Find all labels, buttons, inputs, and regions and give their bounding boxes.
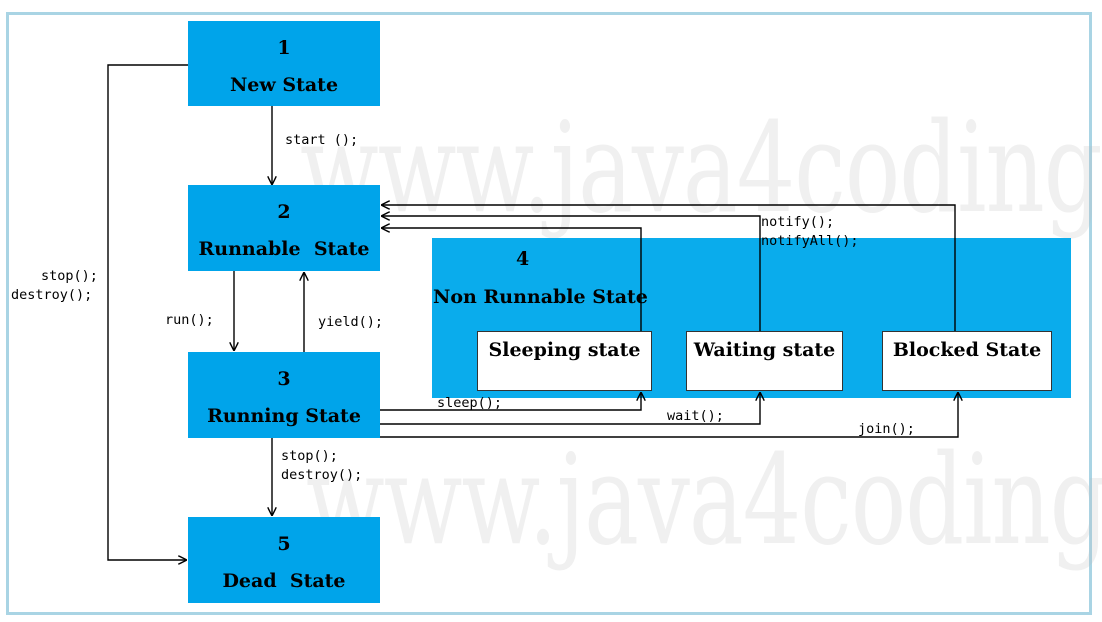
wait-arrow xyxy=(380,393,760,425)
run-label: run(); xyxy=(165,312,214,328)
waiting-to-runnable-arrow xyxy=(382,216,761,331)
dead-state-label: Dead State xyxy=(222,570,346,592)
yield-label: yield(); xyxy=(318,314,384,330)
start-label: start (); xyxy=(285,132,359,148)
destroy-label-bottom: destroy(); xyxy=(281,467,363,483)
watermark-bottom: www.java4coding.com xyxy=(306,428,1102,573)
new-state-box: 1 New State xyxy=(188,21,380,106)
running-state-label: Running State xyxy=(207,405,361,427)
diagram-frame xyxy=(6,12,1092,615)
runnable-state-box: 2 Runnable State xyxy=(188,185,380,271)
waiting-state-box: Waiting state xyxy=(686,331,843,391)
blocked-to-runnable-arrow xyxy=(382,205,956,331)
destroy-label-left: destroy(); xyxy=(11,287,93,303)
sleeping-state-label: Sleeping state xyxy=(488,339,641,361)
new-state-label: New State xyxy=(229,74,339,96)
stop-label-bottom: stop(); xyxy=(281,448,338,464)
notify-label: notify(); xyxy=(761,214,835,230)
running-state-box: 3 Running State xyxy=(188,352,380,438)
dead-state-number: 5 xyxy=(277,533,291,555)
wait-label: wait(); xyxy=(667,408,724,424)
running-state-number: 3 xyxy=(277,368,291,390)
blocked-state-box: Blocked State xyxy=(882,331,1052,391)
waiting-state-label: Waiting state xyxy=(693,339,836,361)
join-label: join(); xyxy=(858,421,915,437)
non-runnable-state-label: Non Runnable State xyxy=(433,286,648,308)
sleeping-to-runnable-arrow xyxy=(382,228,642,331)
new-state-number: 1 xyxy=(277,37,291,59)
sleep-arrow xyxy=(380,393,641,411)
sleep-label: sleep(); xyxy=(437,395,503,411)
runnable-state-number: 2 xyxy=(277,201,291,223)
dead-state-box: 5 Dead State xyxy=(188,517,380,603)
join-arrow xyxy=(380,393,958,438)
stop-label-left: stop(); xyxy=(41,268,98,284)
sleeping-state-box: Sleeping state xyxy=(477,331,652,391)
runnable-state-label: Runnable State xyxy=(198,238,370,260)
non-runnable-state-number: 4 xyxy=(516,248,530,270)
blocked-state-label: Blocked State xyxy=(892,339,1042,361)
new-to-dead-arrow xyxy=(107,64,188,560)
notify-all-label: notifyAll(); xyxy=(761,233,859,249)
